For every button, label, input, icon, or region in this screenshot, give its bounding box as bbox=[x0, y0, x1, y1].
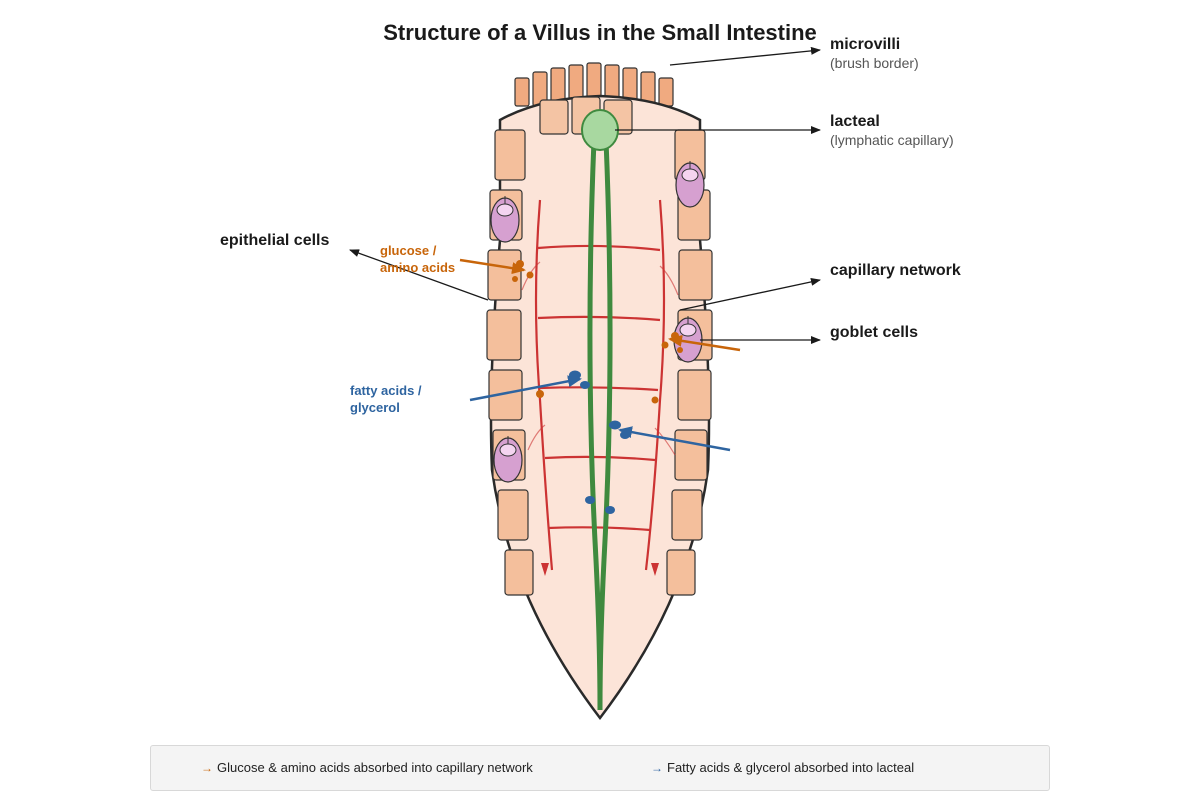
lacteal-bulb bbox=[581, 109, 619, 151]
legend-item-fatty: → Fatty acids & glycerol absorbed into la… bbox=[651, 760, 914, 775]
label-fatty-line2: glycerol bbox=[350, 400, 400, 415]
label-microvilli: microvilli bbox=[830, 36, 900, 53]
label-fatty-line1: fatty acids / bbox=[350, 383, 422, 398]
fatty-acid-absorption-arrow bbox=[469, 375, 582, 402]
legend: → Glucose & amino acids absorbed into cap… bbox=[150, 745, 1050, 791]
lacteal-vessel bbox=[597, 139, 613, 711]
fatty-acid-absorption-arrow bbox=[618, 426, 731, 452]
capillary-leader-line bbox=[679, 277, 821, 311]
legend-item-glucose: → Glucose & amino acids absorbed into cap… bbox=[201, 760, 533, 775]
label-lacteal: lacteal bbox=[830, 113, 880, 130]
goblet-cell bbox=[675, 161, 705, 208]
label-goblet-cells: goblet cells bbox=[830, 324, 918, 341]
goblet-cell bbox=[493, 436, 523, 483]
label-lacteal-sub: (lymphatic capillary) bbox=[830, 132, 954, 148]
label-capillary-network: capillary network bbox=[830, 262, 961, 279]
blood-flow-arrow bbox=[541, 563, 549, 576]
glucose-particles bbox=[512, 260, 683, 404]
label-microvilli-sub: (brush border) bbox=[830, 55, 919, 71]
glucose-absorption-arrow bbox=[459, 258, 526, 275]
orange-arrow-icon: → bbox=[201, 761, 213, 775]
label-glucose-line2: amino acids bbox=[380, 260, 455, 275]
glucose-absorption-arrow bbox=[668, 334, 741, 352]
capillary-network bbox=[521, 199, 679, 571]
diagram-title: Structure of a Villus in the Small Intes… bbox=[383, 20, 817, 45]
blood-flow-arrow bbox=[651, 563, 659, 576]
villus-body bbox=[489, 94, 711, 721]
goblet-cell bbox=[490, 196, 520, 243]
left-epithelial-cells bbox=[486, 129, 534, 596]
microvilli-leader-line bbox=[669, 46, 821, 66]
epithelial-leader-line bbox=[349, 249, 489, 301]
legend-text-glucose: Glucose & amino acids absorbed into capi… bbox=[217, 760, 533, 775]
label-glucose-line1: glucose / bbox=[380, 243, 437, 258]
label-epithelial-cells: epithelial cells bbox=[220, 232, 329, 249]
legend-text-fatty: Fatty acids & glycerol absorbed into lac… bbox=[667, 760, 915, 775]
blue-arrow-icon: → bbox=[651, 761, 663, 775]
